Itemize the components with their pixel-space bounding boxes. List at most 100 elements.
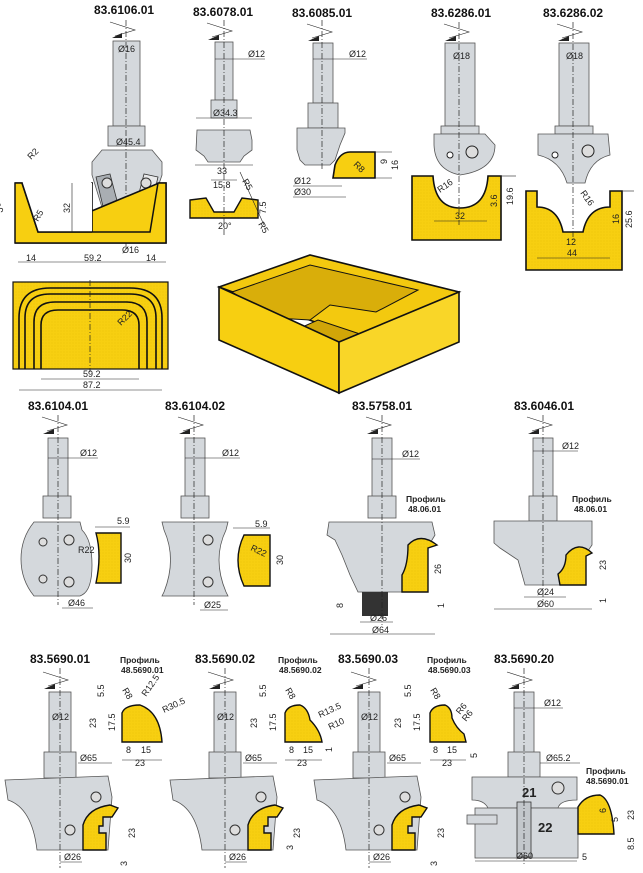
rotation-icon: [306, 23, 334, 39]
collar: [180, 495, 210, 519]
rotation-icon: [207, 671, 235, 687]
rotation-arrow-icon: [308, 36, 319, 41]
dim-label: Ø26: [64, 852, 81, 862]
dim-label: 12: [566, 237, 576, 247]
tool-83-5690-02: 83.5690.02 Ø12 Профиль 48.5690.02 5.5 R8…: [169, 652, 346, 868]
tool-83-6286-01: 83.6286.01 Ø18 R16 3.6 19.6 32: [411, 6, 516, 241]
dim-label: Ø12: [217, 712, 234, 722]
profile-label: Профиль: [278, 655, 318, 665]
rotation-icon: [506, 671, 534, 687]
collar: [440, 125, 480, 135]
panel-top-view: [12, 281, 169, 370]
rotation-arrow-icon: [179, 429, 190, 434]
tool-83-6085-01: 83.6085.01 Ø12 R8 9 16 Ø12 Ø30: [292, 6, 400, 198]
tool-code: 83.6104.01: [28, 399, 88, 413]
workpiece-profile: [237, 534, 271, 587]
screw-icon: [229, 824, 241, 836]
dim-label: 32: [455, 211, 465, 221]
dim-label: 30: [275, 555, 285, 565]
collar: [554, 125, 594, 135]
dim-label: 15: [141, 745, 151, 755]
dim-label: 1: [598, 598, 608, 603]
dim-label: 23: [292, 828, 302, 838]
workpiece-profile: [577, 794, 615, 835]
dim-label: 3: [119, 861, 129, 866]
dim-label: 44: [567, 248, 577, 258]
dim-label: 1: [436, 603, 446, 608]
rotation-arrow-icon: [367, 429, 378, 434]
tool-code: 83.5758.01: [352, 399, 412, 413]
screw-icon: [551, 151, 559, 159]
rotation-icon: [556, 23, 584, 39]
rotation-arrow-icon: [558, 36, 569, 41]
screw-icon: [63, 534, 75, 546]
dim-label: R8: [120, 686, 134, 701]
rotation-arrow-icon: [445, 36, 456, 41]
workpiece-profile: [411, 175, 502, 241]
screw-icon: [202, 534, 214, 546]
dim-label: Ø16: [122, 245, 139, 255]
screw-icon: [64, 824, 76, 836]
tool-code: 83.6286.01: [431, 6, 491, 20]
rotation-arrow-icon: [208, 35, 219, 40]
dim-label: 23: [249, 718, 259, 728]
profile-section: [429, 704, 467, 743]
dim-label: Ø34.3: [213, 108, 238, 118]
dim-label: 14: [26, 253, 36, 263]
dim-label: Ø25: [204, 600, 221, 610]
dim-label: 5.9: [117, 516, 130, 526]
tool-code: 83.6286.02: [543, 6, 603, 20]
tool-83-5758-01: 83.5758.01 Ø12 Профиль 48.06.01 26 8 1 Ø…: [326, 399, 446, 635]
dim-label: Ø26: [370, 613, 387, 623]
dim-label: 26: [433, 564, 443, 574]
dim-label: Ø12: [562, 441, 579, 451]
dim-label: Ø12: [222, 448, 239, 458]
dim-label: 20°: [218, 221, 232, 231]
tool-83-6106-01: 83.6106.01 Ø16 Ø45.4 R2 R5 32 Ø16 14 59.…: [0, 3, 167, 263]
tool-83-6046-01: 83.6046.01 Ø12 Профиль 48.06.01 23 1 Ø24…: [493, 399, 612, 610]
dim-label: Ø18: [566, 51, 583, 61]
workpiece-profile: [391, 804, 429, 851]
dim-label: 3: [429, 861, 439, 866]
tool-83-5690-01: 83.5690.01 Ø12 Профиль 48.5690.01 5.5 R8…: [4, 652, 187, 868]
profile-label: Профиль: [406, 494, 446, 504]
dim-label: 23: [135, 758, 145, 768]
dim-label: R10: [327, 716, 346, 732]
profile-code: 48.5690.01: [586, 776, 629, 786]
dim-label: 8: [126, 745, 131, 755]
dim-label: 5°: [0, 202, 7, 214]
screw-icon: [202, 576, 214, 588]
rotation-arrow-icon: [43, 429, 54, 434]
screw-icon: [255, 791, 267, 803]
workpiece-profile: [95, 532, 122, 584]
screw-icon: [551, 781, 565, 795]
dim-label: R30.5: [161, 696, 187, 715]
rotation-arrow-icon: [44, 684, 55, 689]
profile-label: Профиль: [572, 494, 612, 504]
rotation-arrow-icon: [528, 429, 539, 434]
dim-label: Ø12: [361, 712, 378, 722]
workpiece-profile: [401, 537, 439, 593]
rotation-icon: [365, 416, 393, 432]
dim-label: 8: [289, 745, 294, 755]
dim-label: 17.5: [268, 713, 278, 731]
dim-label: Ø24: [537, 587, 554, 597]
profile-code: 48.06.01: [574, 504, 607, 514]
workpiece-profile: [557, 546, 594, 586]
dim-label: Ø26: [373, 852, 390, 862]
dim-label: R5: [240, 177, 254, 192]
dim-label: R22: [78, 545, 95, 555]
dim-label: 8: [335, 603, 345, 608]
profile-code: 48.5690.01: [121, 665, 164, 675]
dim-label: 15: [303, 745, 313, 755]
dim-label: 17.5: [412, 713, 422, 731]
screw-icon: [101, 177, 113, 189]
profile-section: [284, 704, 323, 743]
cutter-number: 21: [522, 785, 536, 800]
screw-icon: [373, 824, 385, 836]
workpiece-profile: [247, 804, 285, 851]
dim-label: 25.6: [624, 210, 634, 228]
workpiece-profile: [82, 804, 120, 851]
dim-label: 59.2: [83, 369, 101, 379]
profile-label: Профиль: [427, 655, 467, 665]
